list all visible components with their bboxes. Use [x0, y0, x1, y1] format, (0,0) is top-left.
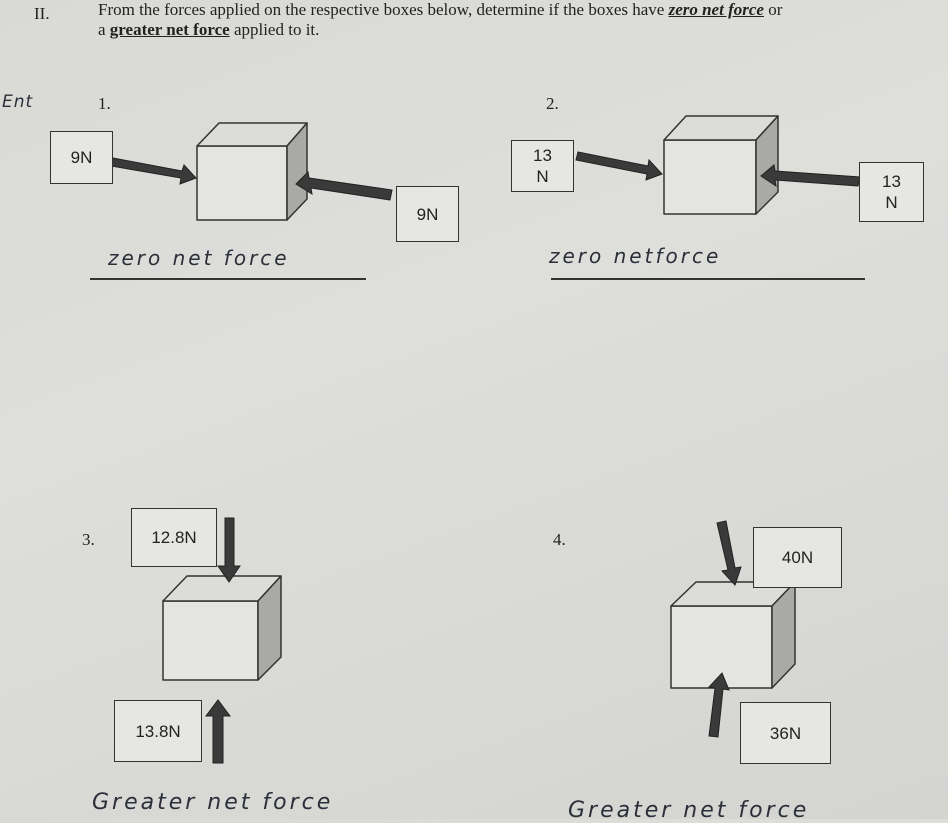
arrow-3-up — [205, 699, 231, 764]
problem-2-number: 2. — [546, 94, 559, 113]
problem-3-number: 3. — [82, 530, 95, 549]
problem-2-left-force-label: 13 N — [511, 140, 574, 192]
zero-net-force-term: zero net force — [668, 0, 764, 19]
problem-2-answer-line — [551, 278, 865, 280]
box-4 — [670, 581, 796, 689]
problem-1-answer-line — [90, 278, 366, 280]
problem-3-answer: Greater net force — [92, 790, 334, 815]
problem-1-answer: zero net force — [108, 246, 290, 270]
problem-4-top-force-label: 40N — [753, 527, 842, 588]
box-2 — [663, 115, 779, 215]
problem-4-bottom-force-label: 36N — [740, 702, 831, 764]
arrow-4-up — [708, 672, 730, 738]
problem-3-bottom-force-label: 13.8N — [114, 700, 202, 762]
problem-4-number: 4. — [553, 530, 566, 549]
greater-net-force-term: greater net force — [109, 20, 230, 39]
arrow-4-down — [716, 520, 742, 586]
box-3 — [162, 575, 282, 681]
problem-2-answer: zero netforce — [549, 244, 722, 268]
problem-1-right-force-label: 9N — [396, 186, 459, 242]
problem-3-top-force-label: 12.8N — [131, 508, 217, 567]
arrow-1-right — [295, 170, 393, 201]
margin-scribble: Ent — [2, 92, 34, 112]
box-1 — [196, 122, 308, 221]
problem-1-number: 1. — [98, 94, 111, 113]
question-text: From the forces applied on the respectiv… — [98, 0, 783, 39]
problem-1-left-force-label: 9N — [50, 131, 113, 184]
arrow-1-left — [110, 157, 197, 185]
section-number: II. — [34, 4, 50, 23]
arrow-3-down — [217, 517, 241, 583]
problem-4-answer: Greater net force — [568, 798, 810, 823]
arrow-2-right — [760, 164, 861, 188]
arrow-2-left — [575, 151, 663, 181]
problem-2-right-force-label: 13 N — [859, 162, 924, 222]
